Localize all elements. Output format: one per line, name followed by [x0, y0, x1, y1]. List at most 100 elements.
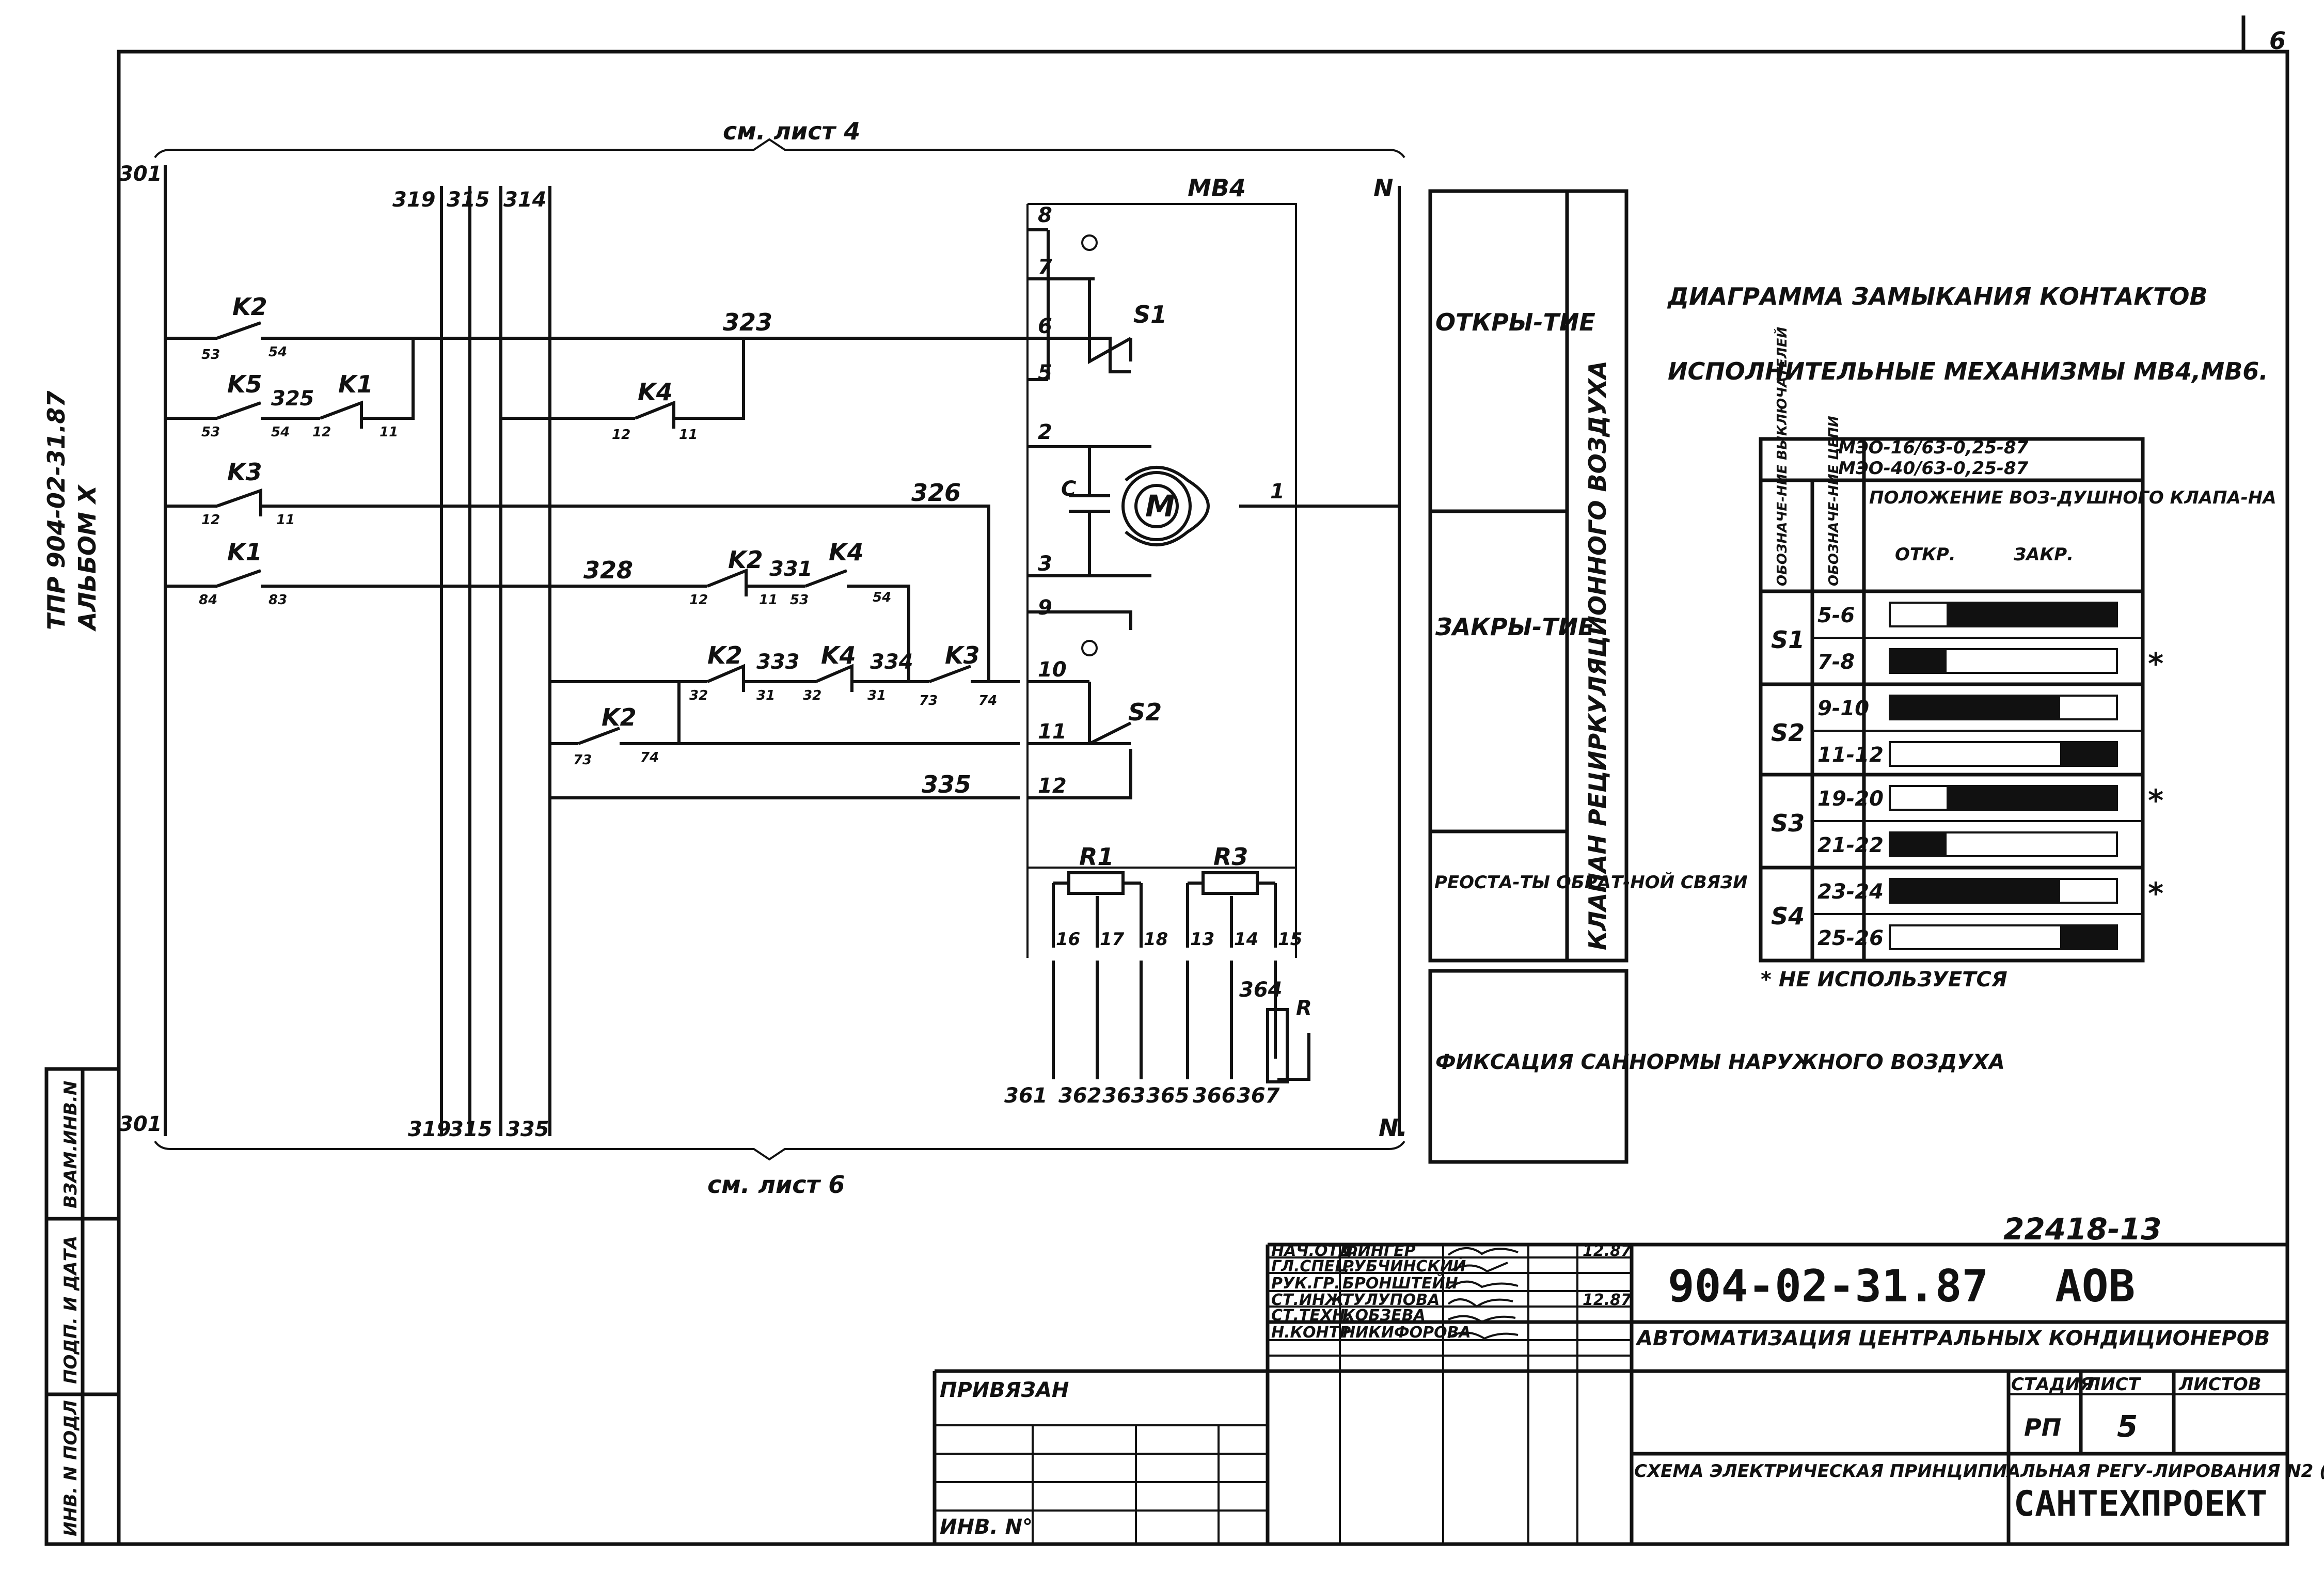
role-label: СТ.ИНЖ.: [1271, 1291, 1350, 1309]
person-name: ФИНГЕР: [1342, 1242, 1416, 1260]
resistor-pin: 17: [1100, 929, 1125, 950]
role-label: СТ.ТЕХН.: [1271, 1307, 1351, 1325]
terminal-label: 365: [1146, 1084, 1190, 1108]
contact-closed-bar: [1890, 696, 2060, 719]
contact-label: K1: [338, 370, 373, 398]
col-header-circuit: ОБОЗНАЧЕ-НИЕ ЦЕПИ: [1826, 416, 1842, 586]
actuator-pin: 10: [1038, 658, 1067, 682]
person-name: ТУЛУПОВА: [1342, 1291, 1440, 1309]
neutral-label-bottom: N.: [1379, 1114, 1408, 1142]
wire-315-top: 315: [447, 188, 490, 212]
role-label: Н.КОНТР: [1271, 1324, 1351, 1342]
contact-label: K1: [227, 538, 262, 566]
switch-label-s1: S1: [1133, 301, 1167, 328]
switch-name: S3: [1771, 809, 1805, 837]
resistor-pin: 13: [1190, 929, 1214, 950]
contact-pin: 31: [867, 688, 886, 703]
actuator-pin: 12: [1038, 774, 1067, 798]
person-name: КОБЗЕВА: [1342, 1307, 1426, 1325]
role-label: ГЛ.СПЕЦ.: [1271, 1257, 1355, 1276]
contact-pin: 74: [978, 693, 997, 709]
circuit-id: 7-8: [1817, 650, 1855, 674]
contact-pin: 54: [873, 590, 891, 605]
actuator-pin: 5: [1038, 361, 1052, 385]
resistor-label-r1: R1: [1079, 843, 1114, 871]
contact-label: K2: [707, 641, 742, 669]
contact-closed-bar: [1890, 832, 1947, 856]
contact-closed-bar: [1947, 786, 2117, 810]
section-code: АОВ: [2055, 1261, 2135, 1312]
circuit-id: 11-12: [1817, 743, 1884, 767]
terminal-label: 361: [1004, 1084, 1048, 1108]
top-sheet-reference: см. лист 4: [723, 117, 860, 145]
contact-label: K5: [227, 370, 262, 398]
bus-lines: [164, 165, 1401, 1136]
circuit-id: 25-26: [1817, 926, 1884, 950]
person-name: РУБЧИНСКИЙ: [1342, 1257, 1466, 1276]
function-row-close: ЗАКРЫ-ТИЕ: [1435, 613, 1594, 641]
circuit-id: 19-20: [1817, 787, 1884, 811]
person-name: БРОНШТЕЙН: [1342, 1274, 1458, 1293]
actuator-block: [1026, 203, 1399, 1083]
sign-date: 12.87: [1583, 1291, 1632, 1309]
contact-pin: 12: [689, 592, 708, 608]
actuator-pin: 1: [1270, 480, 1285, 504]
unused-asterisk: *: [2148, 646, 2163, 681]
circuit-id: 9-10: [1817, 697, 1869, 720]
sheet-header: ЛИСТ: [2085, 1374, 2142, 1395]
contact-pin: 53: [790, 592, 809, 608]
role-label: НАЧ.ОТД.: [1271, 1242, 1358, 1260]
contact-label: K4: [821, 641, 856, 669]
col-header-position: ПОЛОЖЕНИЕ ВОЗ-ДУШНОГО КЛАПА-НА: [1869, 487, 2276, 508]
contact-closed-bar: [1947, 603, 2117, 626]
bottom-sheet-reference: см. лист 6: [707, 1171, 845, 1199]
contact-pin: 11: [679, 427, 698, 443]
contact-pin: 32: [689, 688, 708, 703]
contact-pin: 53: [201, 424, 220, 440]
side-caption-code: ТПР 904-02-31.87: [42, 391, 70, 630]
contact-label: K2: [728, 546, 763, 574]
contact-pin: 84: [199, 592, 217, 608]
actuator-pin: 11: [1038, 720, 1067, 744]
wire-number: 331: [769, 557, 813, 581]
contact-diagram-title: ДИАГРАММА ЗАМЫКАНИЯ КОНТАКТОВ: [1667, 282, 2208, 310]
col-header-switch: ОБОЗНАЧЕ-НИЕ ВЫКЛЮЧАТЕЛЕЙ: [1774, 327, 1790, 586]
actuator-pin: 7: [1038, 255, 1052, 279]
wire-301-top: 301: [119, 162, 162, 186]
contact-pin: 12: [612, 427, 630, 443]
position-close: ЗАКР.: [2013, 544, 2074, 565]
contact-label: K3: [227, 458, 262, 486]
object-name: АВТОМАТИЗАЦИЯ ЦЕНТРАЛЬНЫХ КОНДИЦИОНЕРОВ: [1635, 1327, 2270, 1350]
sign-date: 12.87: [1583, 1242, 1632, 1260]
person-name: НИКИФОРОВА: [1342, 1324, 1471, 1342]
contact-diagram-table: [1759, 437, 2145, 963]
resistor-label-r: R: [1296, 996, 1312, 1020]
wire-number: 333: [756, 650, 800, 674]
switch-label-s2: S2: [1128, 698, 1162, 726]
position-open: ОТКР.: [1895, 544, 1956, 565]
contact-pin: 31: [756, 688, 775, 703]
drawing-frame: [117, 15, 2289, 1546]
wire-315-bottom: 315: [449, 1118, 493, 1141]
wire-319-top: 319: [392, 188, 436, 212]
actuator-pin: 3: [1038, 552, 1052, 576]
unused-asterisk: *: [2148, 876, 2163, 911]
contact-pin: 83: [268, 592, 287, 608]
left-stamp: ВЗАМ.ИНВ.N ПОДП. И ДАТА ИНВ. N ПОДЛ: [44, 1067, 121, 1546]
actuator-model: МЭО-16/63-0,25-87: [1838, 437, 2029, 458]
terminal-label: 367: [1237, 1084, 1280, 1108]
actuator-label: МВ4: [1188, 174, 1246, 202]
resistor-label-r3: R3: [1213, 843, 1248, 871]
wire-301-bottom: 301: [119, 1112, 162, 1136]
resistor-pin: 15: [1278, 929, 1302, 950]
wire-number: 335: [922, 770, 971, 798]
terminal-label: 366: [1193, 1084, 1236, 1108]
contact-diagram-legend: * НЕ ИСПОЛЬЗУЕТСЯ: [1761, 968, 2007, 992]
function-row-rheostats: РЕОСТА-ТЫ ОБРАТ-НОЙ СВЯЗИ: [1434, 872, 1748, 893]
wire-319-bottom: 319: [408, 1118, 451, 1141]
function-group-label: КЛАПАН РЕЦИРКУЛЯЦИОННОГО ВОЗДУХА: [1584, 360, 1611, 950]
side-caption: ТПР 904-02-31.87 АЛЬБОМ X: [42, 391, 101, 632]
side-caption-album: АЛЬБОМ X: [73, 484, 101, 632]
contact-pin: 73: [573, 752, 592, 768]
